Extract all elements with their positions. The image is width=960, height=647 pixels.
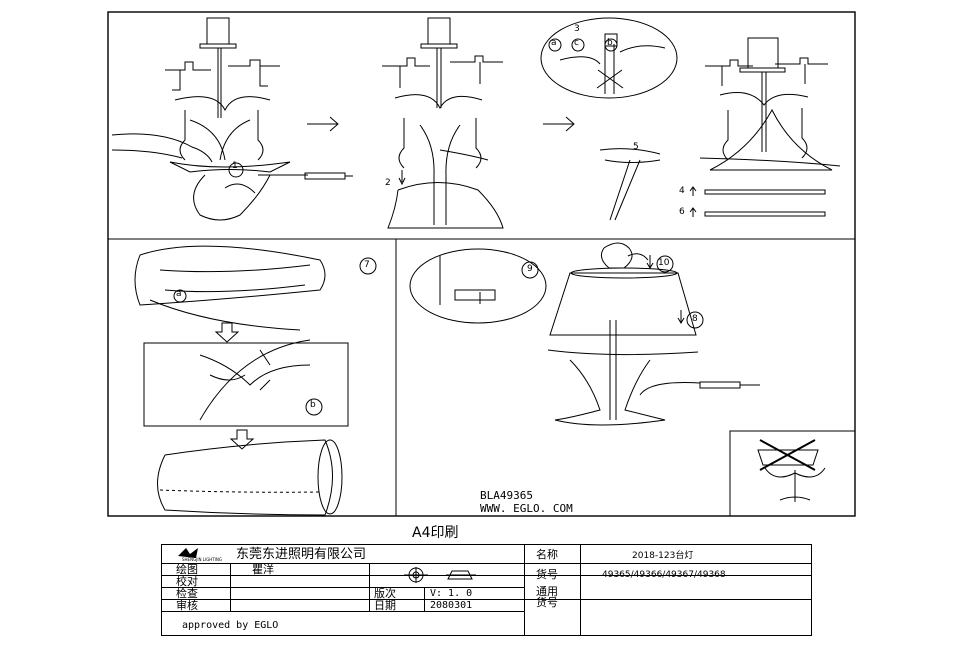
paper-size-label: A4印刷 <box>412 525 459 541</box>
step5-drawing <box>599 148 661 221</box>
step-number-2: 2 <box>385 178 391 188</box>
strip-6 <box>704 211 826 217</box>
step-number-7: 7 <box>364 260 370 270</box>
step3-drawing <box>699 37 841 171</box>
item-label: 货号 <box>536 568 558 581</box>
item-value: 49365/49366/49367/49368 <box>602 570 726 580</box>
wrong-assembly-view <box>757 439 826 502</box>
model-code: BLA49365 <box>480 489 533 502</box>
step-number-1: 1 <box>232 161 238 171</box>
checked-label: 校对 <box>176 575 198 588</box>
review-label: 审核 <box>176 599 198 612</box>
logo-icon <box>178 548 198 558</box>
logo-text: SHENGJIN LIGHTING <box>182 557 223 562</box>
step-number-4: 4 <box>679 186 685 196</box>
callout-b-shade: b <box>310 400 316 410</box>
strip-4 <box>704 189 826 195</box>
website: WWW. EGLO. COM <box>480 502 573 515</box>
step7-drawing <box>134 245 377 516</box>
date-value: 2080301 <box>430 600 473 611</box>
title-block: SHENGJIN LIGHTING 东莞东进照明有限公司 绘图 瞿洋 校对 检查… <box>161 544 812 636</box>
step2-drawing <box>382 17 504 229</box>
arrow-2-to-3 <box>543 116 575 132</box>
step1-drawing <box>111 17 353 221</box>
callout-c: c <box>574 38 579 48</box>
detail-circle-3 <box>540 17 678 99</box>
step8-drawing <box>409 242 760 426</box>
arrow-1-to-2 <box>307 116 339 132</box>
step-number-3: 3 <box>574 24 580 34</box>
name-value: 2018-123台灯 <box>632 551 694 561</box>
step-number-8: 8 <box>692 314 698 324</box>
version-value: V: 1. 0 <box>430 588 473 599</box>
company-name: 东莞东进照明有限公司 <box>236 547 367 562</box>
name-label: 名称 <box>536 548 558 561</box>
drawn-label: 绘图 <box>176 563 198 576</box>
step-number-10: 10 <box>658 258 670 268</box>
callout-b: b <box>607 38 613 48</box>
step-number-9: 9 <box>527 264 533 274</box>
date-label: 日期 <box>374 599 396 612</box>
callout-a: a <box>551 38 557 48</box>
inspect-label: 检查 <box>176 587 198 600</box>
approved-text: approved by EGLO <box>182 620 279 631</box>
projection-symbol <box>404 567 476 583</box>
general-label: 通用 货号 <box>536 585 558 609</box>
version-label: 版次 <box>374 587 396 600</box>
drawn-value: 瞿洋 <box>252 563 274 576</box>
callout-a-shade: a <box>176 289 182 299</box>
step-number-5: 5 <box>633 142 639 152</box>
step-number-6: 6 <box>679 207 685 217</box>
